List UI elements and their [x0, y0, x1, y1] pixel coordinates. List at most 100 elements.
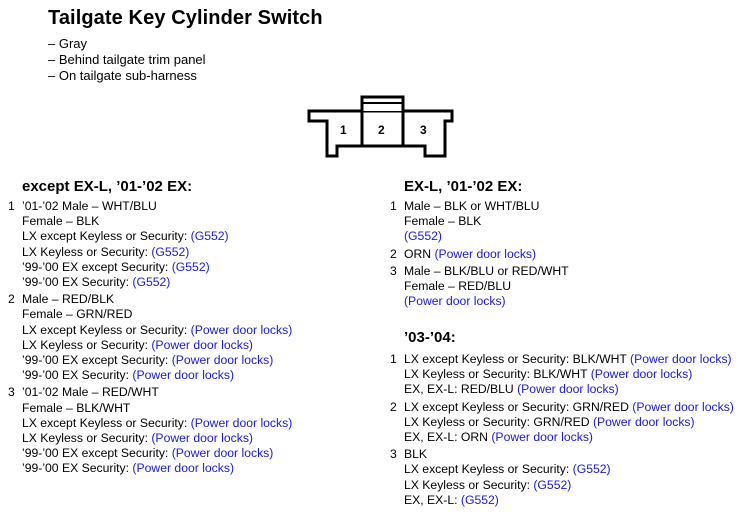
wire-text: Male – BLK/BLU or RED/WHT [404, 263, 569, 278]
wire-description: (Power door locks) [404, 294, 569, 309]
wire-description: Female – RED/BLU [404, 279, 569, 294]
circuit-reference-link[interactable]: (Power door locks) [171, 353, 274, 368]
circuit-reference-link[interactable]: (Power door locks) [592, 414, 695, 429]
wire-text: ’99-’00 EX except Security: [22, 353, 172, 368]
pin-number: 3 [8, 385, 15, 400]
section-heading-exl: EX-L, ’01-’02 EX: [404, 178, 523, 195]
wire-text: ’01-’02 Male – WHT/BLU [22, 199, 157, 213]
circuit-reference-link[interactable]: (Power door locks) [151, 431, 253, 446]
circuit-reference-link[interactable]: (G552) [132, 275, 171, 290]
wire-text: Female – BLK [404, 214, 482, 229]
pin-number: 2 [390, 399, 397, 414]
circuit-reference-link[interactable]: (Power door locks) [151, 337, 253, 352]
wire-description: ’01-’02 Male – WHT/BLU [22, 199, 292, 214]
wire-text: Female – BLK [22, 214, 100, 229]
wire-text: ’99-’00 EX Security: [22, 368, 133, 383]
wire-description: ’99-’00 EX Security: (Power door locks) [22, 461, 292, 476]
wire-text: LX Keyless or Security: [22, 337, 152, 352]
wire-description: Female – BLK/WHT [22, 401, 292, 416]
wire-description: LX except Keyless or Security: GRN/RED (… [404, 400, 734, 415]
connector-diagram: 1 2 3 [307, 95, 454, 158]
circuit-reference-link[interactable]: (G552) [171, 259, 210, 274]
connector-notes: – Gray – Behind tailgate trim panel – On… [48, 36, 206, 84]
wire-text: LX Keyless or Security: [22, 431, 152, 446]
circuit-reference-link[interactable]: (Power door locks) [190, 322, 293, 337]
wire-text: ’99-’00 EX except Security: [22, 259, 172, 274]
circuit-reference-link[interactable]: (G552) [190, 229, 229, 244]
circuit-reference-link[interactable]: (G552) [460, 492, 499, 507]
wire-text: BLK [404, 447, 428, 462]
circuit-reference-link[interactable]: (Power door locks) [404, 294, 506, 309]
section-heading-03-04: ’03-’04: [404, 329, 456, 346]
circuit-reference-link[interactable]: (G552) [151, 244, 190, 259]
wire-text: ’99-’00 EX Security: [22, 461, 133, 476]
wire-text: Female – RED/BLU [404, 279, 512, 294]
circuit-reference-link[interactable]: (Power door locks) [632, 399, 734, 414]
wire-description: Male – BLK or WHT/BLU [404, 199, 569, 214]
wire-description: LX except Keyless or Security: (Power do… [22, 323, 292, 338]
wire-text: LX Keyless or Security: BLK/WHT [404, 367, 591, 382]
wire-description: Male – BLK/BLU or RED/WHT [404, 264, 569, 279]
circuit-reference-link[interactable]: (G552) [404, 229, 442, 244]
wire-description: EX, EX-L: (G552) [404, 493, 734, 508]
circuit-reference-link[interactable]: (Power door locks) [190, 415, 293, 430]
circuit-reference-link[interactable]: (G552) [533, 477, 572, 492]
wire-description: (G552) [404, 229, 569, 244]
circuit-reference-link[interactable]: (Power door locks) [590, 367, 693, 382]
wire-text: EX, EX-L: [404, 492, 461, 507]
wire-text: LX Keyless or Security: [404, 477, 534, 492]
pin-entry: 2 LX except Keyless or Security: GRN/RED … [390, 400, 734, 446]
circuit-reference-link[interactable]: (G552) [572, 462, 611, 477]
wire-description: ’99-’00 EX except Security: (G552) [22, 260, 292, 275]
wire-text: LX except Keyless or Security: [22, 322, 191, 337]
wire-description: Female – BLK [404, 214, 569, 229]
section-heading-except-exl: except EX-L, ’01-’02 EX: [22, 178, 193, 195]
pin-3-label: 3 [420, 123, 427, 137]
wire-text: ’99-’00 EX Security: [22, 275, 133, 290]
note-color: – Gray [48, 36, 88, 51]
wire-text: Male – RED/BLK [22, 292, 115, 307]
wire-text: LX except Keyless or Security: [22, 229, 191, 244]
wire-text: LX Keyless or Security: GRN/RED [404, 414, 593, 429]
pin-2-label: 2 [378, 123, 385, 137]
wire-text: LX except Keyless or Security: [404, 462, 573, 477]
pin-number: 1 [390, 352, 397, 366]
circuit-reference-link[interactable]: (Power door locks) [132, 368, 235, 383]
wire-description: LX except Keyless or Security: (G552) [22, 229, 292, 244]
circuit-reference-link[interactable]: (Power door locks) [517, 382, 619, 397]
wire-description: LX Keyless or Security: BLK/WHT (Power d… [404, 367, 734, 382]
wire-description: EX, EX-L: RED/BLU (Power door locks) [404, 382, 734, 397]
note-harness: – On tailgate sub-harness [48, 68, 197, 83]
wire-description: BLK [404, 447, 734, 462]
wire-description: LX Keyless or Security: GRN/RED (Power d… [404, 415, 734, 430]
wire-text: LX except Keyless or Security: BLK/WHT [404, 352, 631, 366]
wire-description: ’99-’00 EX Security: (Power door locks) [22, 368, 292, 383]
wire-description: ’99-’00 EX Security: (G552) [22, 275, 292, 290]
circuit-reference-link[interactable]: (Power door locks) [434, 246, 537, 261]
note-location: – Behind tailgate trim panel [48, 52, 206, 67]
circuit-reference-link[interactable]: (Power door locks) [132, 461, 235, 476]
circuit-reference-link[interactable]: (Power door locks) [171, 446, 274, 461]
wire-description: LX Keyless or Security: (G552) [22, 245, 292, 260]
wire-text: Female – GRN/RED [22, 307, 133, 322]
circuit-reference-link[interactable]: (Power door locks) [630, 352, 732, 366]
wire-description: LX Keyless or Security: (G552) [404, 478, 734, 493]
wire-text: EX, EX-L: RED/BLU [404, 382, 518, 397]
wire-description: ORN (Power door locks) [404, 247, 569, 262]
wire-description: LX Keyless or Security: (Power door lock… [22, 431, 292, 446]
wire-text: LX except Keyless or Security: GRN/RED [404, 399, 633, 414]
wire-text: Female – BLK/WHT [22, 400, 131, 415]
pin-number: 3 [390, 263, 397, 278]
pin-number: 1 [390, 199, 397, 213]
wire-text: LX Keyless or Security: [22, 244, 152, 259]
circuit-reference-link[interactable]: (Power door locks) [491, 430, 593, 445]
page-title: Tailgate Key Cylinder Switch [48, 7, 323, 29]
wire-text: LX except Keyless or Security: [22, 415, 191, 430]
wire-text: ’99-’00 EX except Security: [22, 446, 172, 461]
